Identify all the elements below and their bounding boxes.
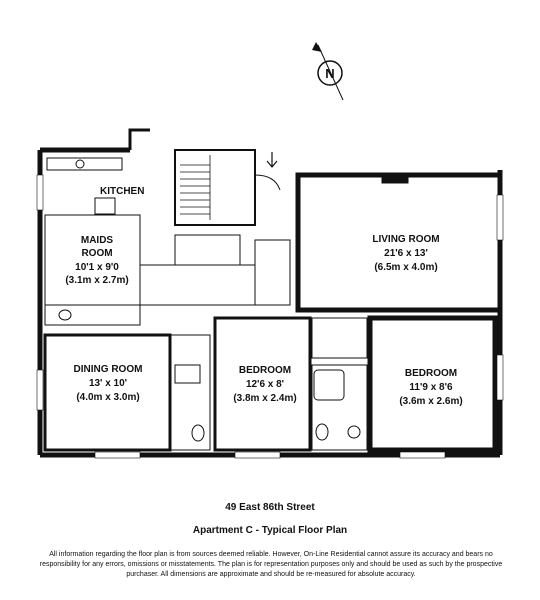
stair-core <box>174 149 256 226</box>
kitchen-sink <box>75 159 85 169</box>
bath-1-toilet <box>191 424 205 442</box>
hall-closet <box>311 317 368 359</box>
bedroom-1-outline <box>213 316 312 452</box>
window <box>496 354 504 401</box>
window <box>36 369 44 411</box>
dining-room-name: DINING ROOM <box>74 364 143 375</box>
maids-room-outline <box>44 214 141 306</box>
maids-room-name-line1: MAIDS <box>81 235 114 246</box>
living-room-dim-imperial: 21'6 x 13' <box>384 248 428 259</box>
bedroom-2-outline <box>367 315 498 453</box>
entry-door-swing <box>254 174 281 191</box>
disclaimer-text: All information regarding the floor plan… <box>39 551 503 578</box>
bedroom-1-name: BEDROOM <box>239 365 291 376</box>
property-address: 49 East 86th Street <box>225 502 315 513</box>
kitchen-range <box>94 197 116 215</box>
bedroom-1-dim-metric: (3.8m x 2.4m) <box>233 393 296 404</box>
maids-room-dim-metric: (3.1m x 2.7m) <box>65 275 128 286</box>
living-room-name: LIVING ROOM <box>372 234 439 245</box>
window <box>399 451 446 459</box>
maids-room-dim-imperial: 10'1 x 9'0 <box>75 262 119 273</box>
bedroom-1-dim-imperial: 12'6 x 8' <box>246 379 284 390</box>
foyer-closet <box>254 239 291 306</box>
maids-toilet <box>58 309 72 321</box>
living-room-dim-metric: (6.5m x 4.0m) <box>374 262 437 273</box>
north-label: N <box>325 66 334 81</box>
kitchen-label: KITCHEN <box>100 186 144 197</box>
floor-plan: N KITCHEN MAIDS ROOM 10'1 x 9'0 (3.1m x … <box>36 42 504 459</box>
wall-kitchen-north <box>128 128 150 150</box>
bath-1-shower <box>174 364 201 384</box>
entry-arrow <box>266 152 278 168</box>
window <box>234 451 281 459</box>
elevator-closets <box>174 234 241 266</box>
maids-room-name-line2: ROOM <box>81 248 112 259</box>
window <box>36 174 44 211</box>
north-arrow: N <box>312 42 344 101</box>
window <box>94 451 141 459</box>
living-room-fireplace <box>381 174 409 184</box>
bedroom-2-dim-metric: (3.6m x 2.6m) <box>399 396 462 407</box>
kitchen-counter <box>46 157 123 171</box>
bedroom-2-name: BEDROOM <box>405 368 457 379</box>
hall-corridor <box>139 264 256 306</box>
window <box>496 194 504 241</box>
bath-1 <box>169 334 211 451</box>
plan-title: Apartment C - Typical Floor Plan <box>192 525 348 536</box>
bath-2-sink <box>347 425 361 439</box>
maids-bath <box>44 304 141 326</box>
bath-2-tub <box>313 369 345 401</box>
bath-2 <box>311 364 368 451</box>
bedroom-2-dim-imperial: 11'9 x 8'6 <box>409 382 453 393</box>
dining-room-dim-imperial: 13' x 10' <box>89 378 127 389</box>
bath-2-toilet <box>315 423 329 441</box>
dining-room-dim-metric: (4.0m x 3.0m) <box>76 392 139 403</box>
